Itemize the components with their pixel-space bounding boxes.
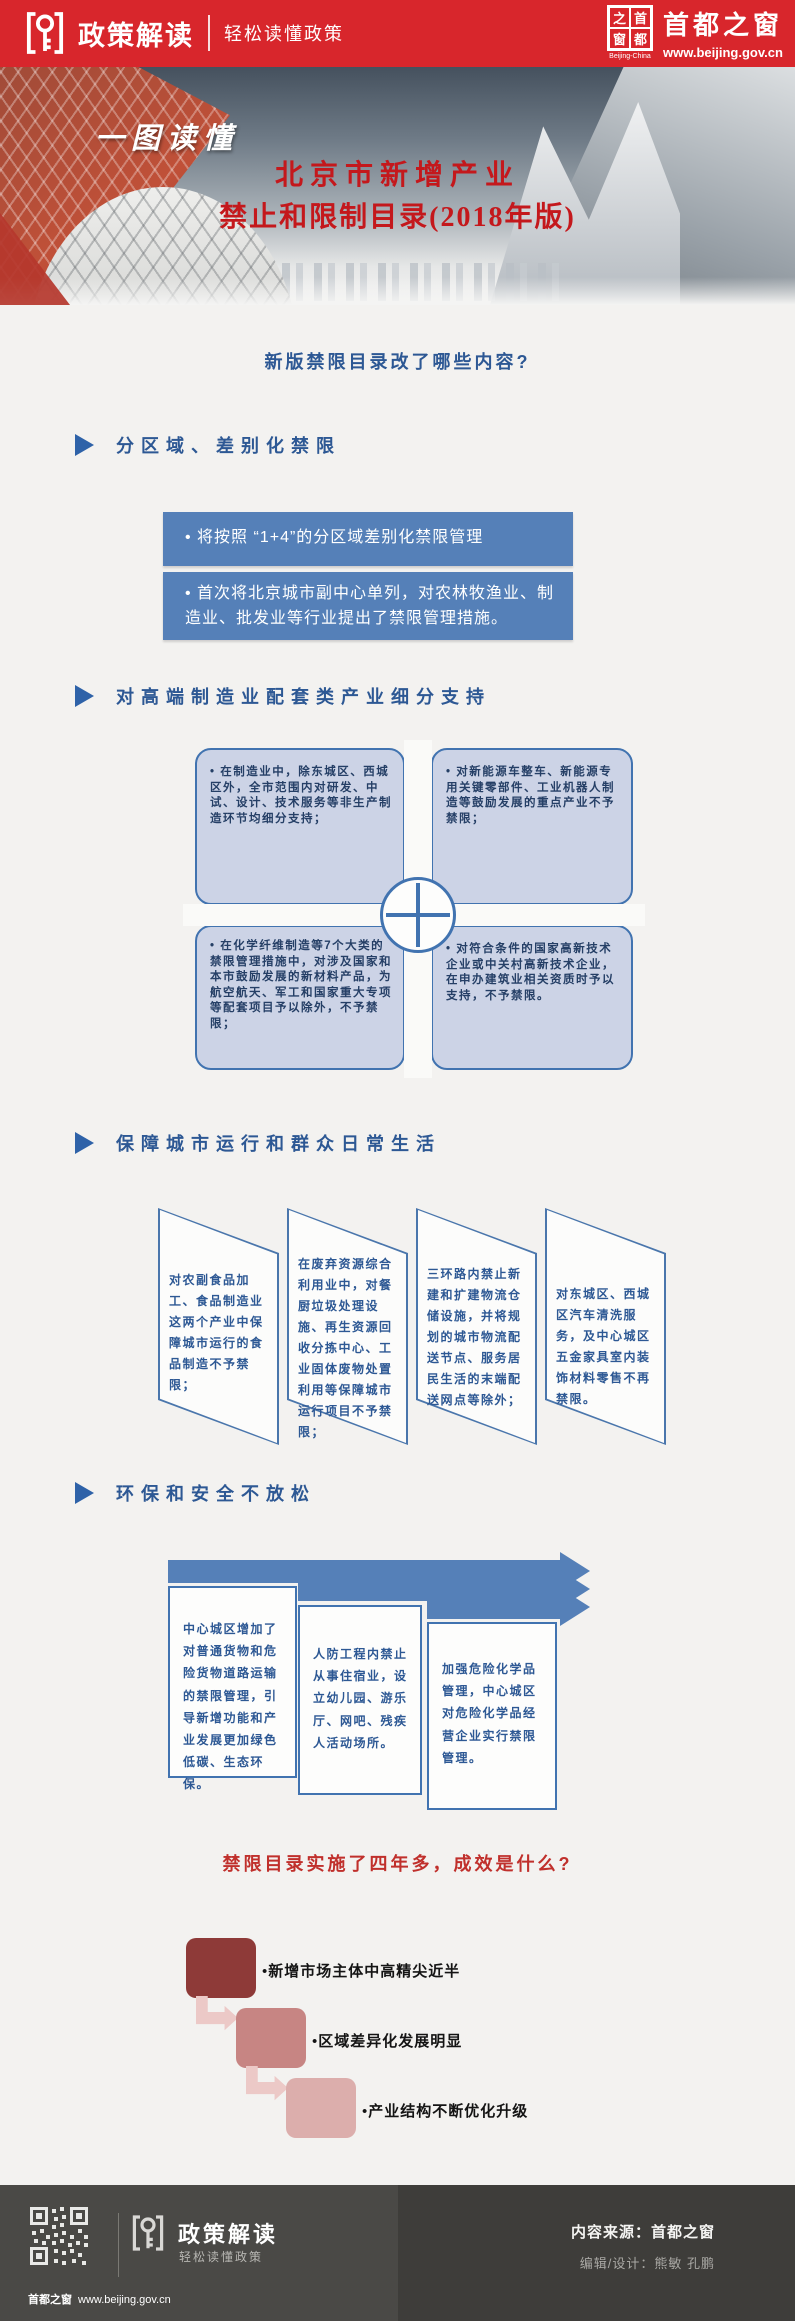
triangle-bullet-icon	[75, 434, 94, 456]
chevron-text-1: 对农副食品加工、食品制造业这两个产业中保障城市运行的食品制造不予禁限；	[169, 1273, 264, 1392]
section-heading-4-label: 环保和安全不放松	[116, 1484, 316, 1504]
footer-source: 内容来源：首都之窗	[570, 2224, 715, 2241]
hero-banner: 一图读懂 北京市新增产业 禁止和限制目录(2018年版)	[0, 67, 795, 305]
site-name-block: 首都之窗 www.beijing.gov.cn	[663, 5, 783, 60]
chevron-text-2: 在废弃资源综合利用业中，对餐厨垃圾处理设施、再生资源回收分拣中心、工业固体废物处…	[298, 1257, 393, 1439]
section-heading-1: 分区域、差别化禁限	[75, 432, 341, 458]
result-box-3	[286, 2078, 356, 2138]
banner-title-line2: 禁止和限制目录(2018年版)	[219, 202, 576, 233]
footer-tagline: 轻松读懂政策	[179, 2250, 264, 2264]
arrow-bar-3	[427, 1596, 560, 1619]
footer-divider	[118, 2213, 119, 2277]
chevron-text-3: 三环路内禁止新建和扩建物流仓储设施，并将规划的城市物流配送节点、服务居民生活的末…	[427, 1267, 522, 1407]
site-name[interactable]: 首都之窗	[662, 11, 783, 40]
section-heading-2: 对高端制造业配套类产业细分支持	[75, 683, 491, 709]
matrix-box-2: • 对新能源车整车、新能源专用关键零部件、工业机器人制造等鼓励发展的重点产业不予…	[431, 748, 633, 905]
top-header-bar: 政策解读 轻松读懂政策 之 首 窗 都 Beijing-China 首都之窗 w…	[0, 0, 795, 67]
seal-char: 都	[629, 28, 651, 49]
footer-brand-title: 政策解读	[178, 2222, 279, 2247]
arrow-bar-2	[298, 1578, 560, 1601]
arrow-step-diagram: 中心城区增加了对普通货物和危险货物道路运输的禁限管理，引导新增功能和产业发展更加…	[0, 1552, 795, 1826]
matrix-box-3: • 在化学纤维制造等7个大类的禁限管理措施中，对涉及国家和本市鼓励发展的新材料产…	[195, 925, 405, 1070]
arrow-bar-1	[168, 1560, 560, 1583]
header-tagline: 轻松读懂政策	[224, 24, 344, 44]
qr-code	[28, 2205, 90, 2267]
env-box-2: 人防工程内禁止从事住宿业，设立幼儿园、游乐厅、网吧、残疾人活动场所。	[298, 1605, 422, 1795]
policy-key-icon	[132, 2215, 164, 2251]
matrix-center-circle-icon	[380, 877, 456, 953]
section-heading-3-label: 保障城市运行和群众日常生活	[116, 1134, 441, 1154]
seal-char: 窗	[608, 28, 630, 49]
arrow-head-icon	[560, 1588, 590, 1626]
matrix-diagram: • 在制造业中，除东城区、西城区外，全市范围内对研发、中试、设计、技术服务等非生…	[183, 740, 645, 1078]
triangle-bullet-icon	[75, 1132, 94, 1154]
header-divider	[208, 15, 210, 51]
footer-credits: 编辑/设计：熊敏 孔鹏	[579, 2256, 715, 2271]
result-label-1: •新增市场主体中高精尖近半	[262, 1964, 461, 1980]
chevron-list: 对农副食品加工、食品制造业这两个产业中保障城市运行的食品制造不予禁限； 在废弃资…	[158, 1208, 666, 1445]
matrix-box-1: • 在制造业中，除东城区、西城区外，全市范围内对研发、中试、设计、技术服务等非生…	[195, 748, 405, 905]
site-url-link[interactable]: www.beijing.gov.cn	[662, 45, 783, 60]
env-box-1: 中心城区增加了对普通货物和危险货物道路运输的禁限管理，引导新增功能和产业发展更加…	[168, 1586, 297, 1791]
policy-bar-2: • 首次将北京城市副中心单列，对农林牧渔业、制造业、批发业等行业提出了禁限管理措…	[163, 572, 573, 640]
matrix-box-4: • 对符合条件的国家高新技术企业或中关村高新技术企业，在申办建筑业相关资质时予以…	[431, 925, 633, 1070]
chevron-item-1: 对农副食品加工、食品制造业这两个产业中保障城市运行的食品制造不予禁限；	[158, 1208, 279, 1445]
seal-caption: Beijing-China	[609, 53, 651, 60]
section-heading-4: 环保和安全不放松	[75, 1480, 316, 1506]
result-label-3: •产业结构不断优化升级	[362, 2104, 529, 2120]
result-box-1	[186, 1938, 256, 1998]
triangle-bullet-icon	[75, 685, 94, 707]
results-cascade: •新增市场主体中高精尖近半 •区域差异化发展明显 •产业结构不断优化升级	[0, 1930, 795, 2150]
question-heading-2: 禁限目录实施了四年多，成效是什么?	[222, 1854, 573, 1874]
seal-char: 之	[608, 7, 630, 28]
section-heading-2-label: 对高端制造业配套类产业细分支持	[116, 687, 491, 707]
section-heading-1-label: 分区域、差别化禁限	[116, 436, 341, 456]
section-heading-3: 保障城市运行和群众日常生活	[75, 1130, 441, 1156]
result-box-2	[236, 2008, 306, 2068]
header-brand-group: 政策解读 轻松读懂政策	[26, 9, 344, 57]
triangle-bullet-icon	[75, 1482, 94, 1504]
footer-site-name[interactable]: 首都之窗	[28, 2294, 72, 2306]
result-label-2: •区域差异化发展明显	[312, 2034, 463, 2050]
env-box-3: 加强危险化学品管理，中心城区对危险化学品经营企业实行禁限管理。	[427, 1622, 557, 1810]
policy-key-icon	[26, 12, 64, 54]
header-site-group: 之 首 窗 都 Beijing-China 首都之窗 www.beijing.g…	[606, 5, 783, 60]
site-seal-wrap: 之 首 窗 都 Beijing-China	[606, 5, 653, 60]
header-brand-title: 政策解读	[78, 20, 194, 51]
seal-char: 首	[629, 7, 651, 28]
chevron-item-3: 三环路内禁止新建和扩建物流仓储设施，并将规划的城市物流配送节点、服务居民生活的末…	[416, 1208, 537, 1445]
banner-kicker: 一图读懂	[95, 123, 240, 155]
site-seal-logo: 之 首 窗 都	[606, 5, 653, 51]
chevron-text-4: 对东城区、西城区汽车清洗服务，及中心城区五金家具室内装饰材料零售不再禁限。	[556, 1287, 651, 1406]
elbow-arrow-icon	[196, 1996, 238, 2031]
elbow-arrow-icon	[246, 2066, 288, 2101]
policy-bar-1: • 将按照 “1+4”的分区域差别化禁限管理	[163, 512, 573, 566]
question-heading-1: 新版禁限目录改了哪些内容?	[264, 352, 531, 372]
footer-right-panel	[398, 2185, 795, 2321]
footer-site-line[interactable]: 首都之窗 www.beijing.gov.cn	[28, 2291, 171, 2307]
chevron-item-2: 在废弃资源综合利用业中，对餐厨垃圾处理设施、再生资源回收分拣中心、工业固体废物处…	[287, 1208, 408, 1445]
footer: 首都之窗 www.beijing.gov.cn 政策解读 轻松读懂政策 内容来源：…	[0, 2185, 795, 2321]
footer-site-url[interactable]: www.beijing.gov.cn	[78, 2294, 171, 2306]
banner-title-line1: 北京市新增产业	[274, 160, 520, 191]
banner-fade	[0, 277, 795, 305]
chevron-item-4: 对东城区、西城区汽车清洗服务，及中心城区五金家具室内装饰材料零售不再禁限。	[545, 1208, 666, 1445]
